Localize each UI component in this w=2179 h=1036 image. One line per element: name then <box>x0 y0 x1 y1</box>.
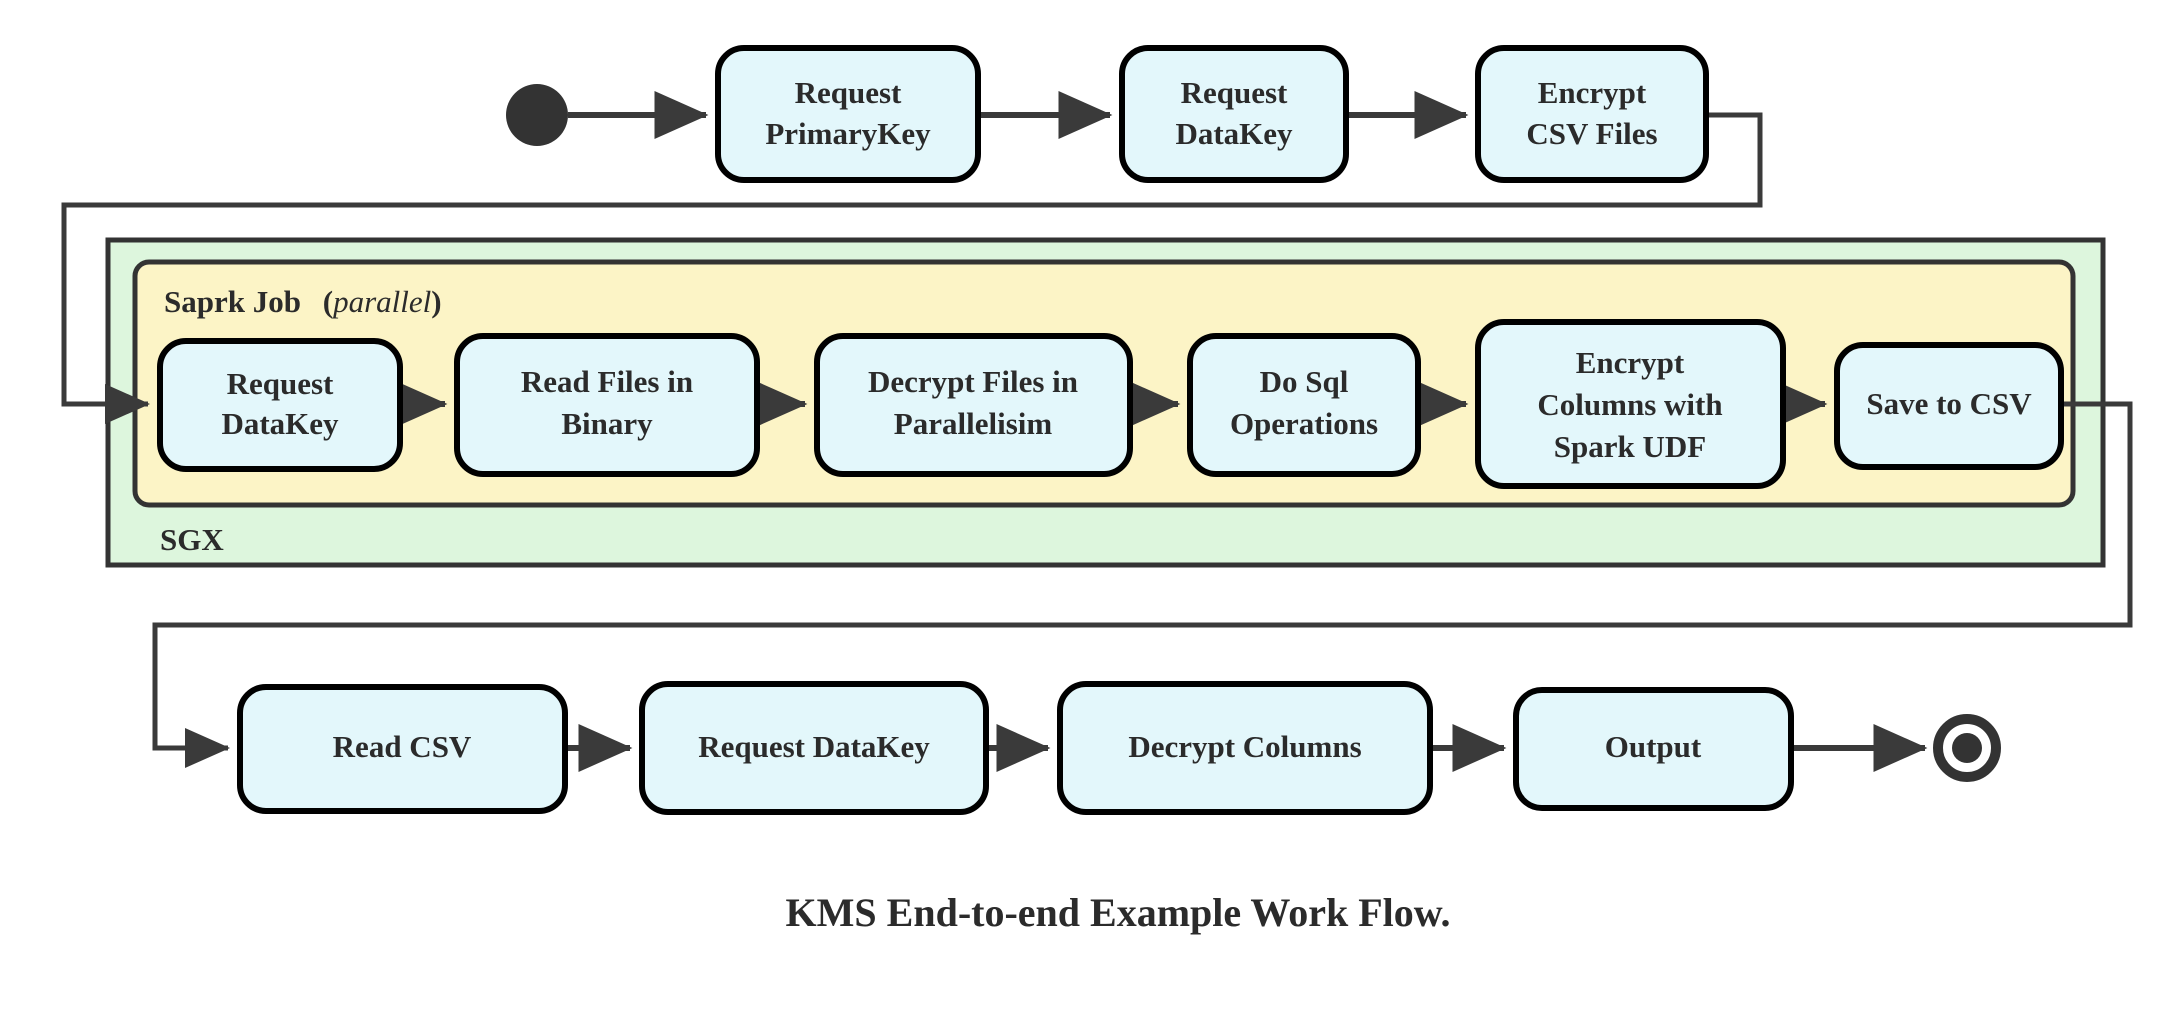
node-encrypt-columns-with-spark-udf[interactable]: Encrypt Columns with Spark UDF <box>1475 319 1786 489</box>
node-output-label: Output <box>1605 729 1702 764</box>
node-do-sql-operations[interactable]: Do Sql Operations <box>1187 333 1421 477</box>
node-read-files-in-binary-line-2: Binary <box>561 406 653 441</box>
node-encrypt-csv-files-line-1: Encrypt <box>1538 75 1647 110</box>
node-output[interactable]: Output <box>1513 687 1794 811</box>
node-decrypt-columns[interactable]: Decrypt Columns <box>1057 681 1433 815</box>
node-read-files-in-binary[interactable]: Read Files in Binary <box>454 333 760 477</box>
node-request-datakey-bottom-box[interactable] <box>639 681 989 815</box>
node-encrypt-columns-line-1: Encrypt <box>1576 345 1685 380</box>
node-decrypt-columns-label: Decrypt Columns <box>1128 729 1361 764</box>
node-do-sql-operations-box[interactable] <box>1187 333 1421 477</box>
node-request-datakey-spark[interactable]: Request DataKey <box>157 338 403 472</box>
node-encrypt-csv-files-box[interactable] <box>1475 45 1709 183</box>
node-request-datakey-spark-line-1: Request <box>227 366 334 401</box>
node-encrypt-csv-files[interactable]: Encrypt CSV Files <box>1475 45 1709 183</box>
node-save-to-csv-box[interactable] <box>1834 342 2064 470</box>
node-request-datakey-top[interactable]: Request DataKey <box>1119 45 1349 183</box>
spark-job-label-parallel: parallel <box>331 284 431 319</box>
node-encrypt-columns-with-spark-udf-box[interactable] <box>1475 319 1786 489</box>
node-read-csv-box[interactable] <box>237 684 568 814</box>
spark-job-label: Saprk Job (parallel) <box>164 284 442 319</box>
edge-encrypt-csv-files-to-spark-request-datakey <box>61 112 1763 424</box>
node-request-primarykey-line-1: Request <box>795 75 902 110</box>
end-node-icon <box>1933 714 2001 782</box>
node-read-csv[interactable]: Read CSV <box>237 684 568 814</box>
spark-job-label-main: Saprk Job <box>164 284 301 319</box>
node-decrypt-columns-box[interactable] <box>1057 681 1433 815</box>
node-request-datakey-spark-line-2: DataKey <box>221 406 339 441</box>
node-request-datakey-spark-box[interactable] <box>157 338 403 472</box>
spark-job-label-paren-close: ) <box>431 284 441 319</box>
node-decrypt-files-in-parallelisim-line-2: Parallelisim <box>894 406 1053 441</box>
edge-save-to-csv-to-read-csv <box>152 401 2133 768</box>
node-read-files-in-binary-box[interactable] <box>454 333 760 477</box>
node-encrypt-csv-files-line-2: CSV Files <box>1526 116 1657 151</box>
node-read-csv-label: Read CSV <box>333 729 472 764</box>
sgx-label: SGX <box>160 522 224 557</box>
node-read-files-in-binary-line-1: Read Files in <box>521 364 693 399</box>
node-encrypt-columns-line-3: Spark UDF <box>1554 429 1706 464</box>
node-request-datakey-bottom-label: Request DataKey <box>698 729 930 764</box>
diagram-caption: KMS End-to-end Example Work Flow. <box>786 890 1451 935</box>
node-request-datakey-top-box[interactable] <box>1119 45 1349 183</box>
node-output-box[interactable] <box>1513 687 1794 811</box>
node-request-primarykey-line-2: PrimaryKey <box>765 116 931 151</box>
node-request-datakey-top-line-2: DataKey <box>1175 116 1293 151</box>
spark-job-label-paren-open: ( <box>323 284 333 319</box>
node-request-datakey-top-line-1: Request <box>1181 75 1288 110</box>
node-encrypt-columns-line-2: Columns with <box>1537 387 1722 422</box>
start-node-icon <box>506 84 568 146</box>
node-decrypt-files-in-parallelisim[interactable]: Decrypt Files in Parallelisim <box>814 333 1133 477</box>
node-do-sql-operations-line-2: Operations <box>1230 406 1378 441</box>
node-request-primarykey[interactable]: Request PrimaryKey <box>715 45 981 183</box>
node-do-sql-operations-line-1: Do Sql <box>1260 364 1349 399</box>
node-save-to-csv-label: Save to CSV <box>1866 386 2032 421</box>
node-decrypt-files-in-parallelisim-line-1: Decrypt Files in <box>868 364 1078 399</box>
node-request-primarykey-box[interactable] <box>715 45 981 183</box>
node-request-datakey-bottom[interactable]: Request DataKey <box>639 681 989 815</box>
node-decrypt-files-in-parallelisim-box[interactable] <box>814 333 1133 477</box>
node-save-to-csv[interactable]: Save to CSV <box>1834 342 2064 470</box>
